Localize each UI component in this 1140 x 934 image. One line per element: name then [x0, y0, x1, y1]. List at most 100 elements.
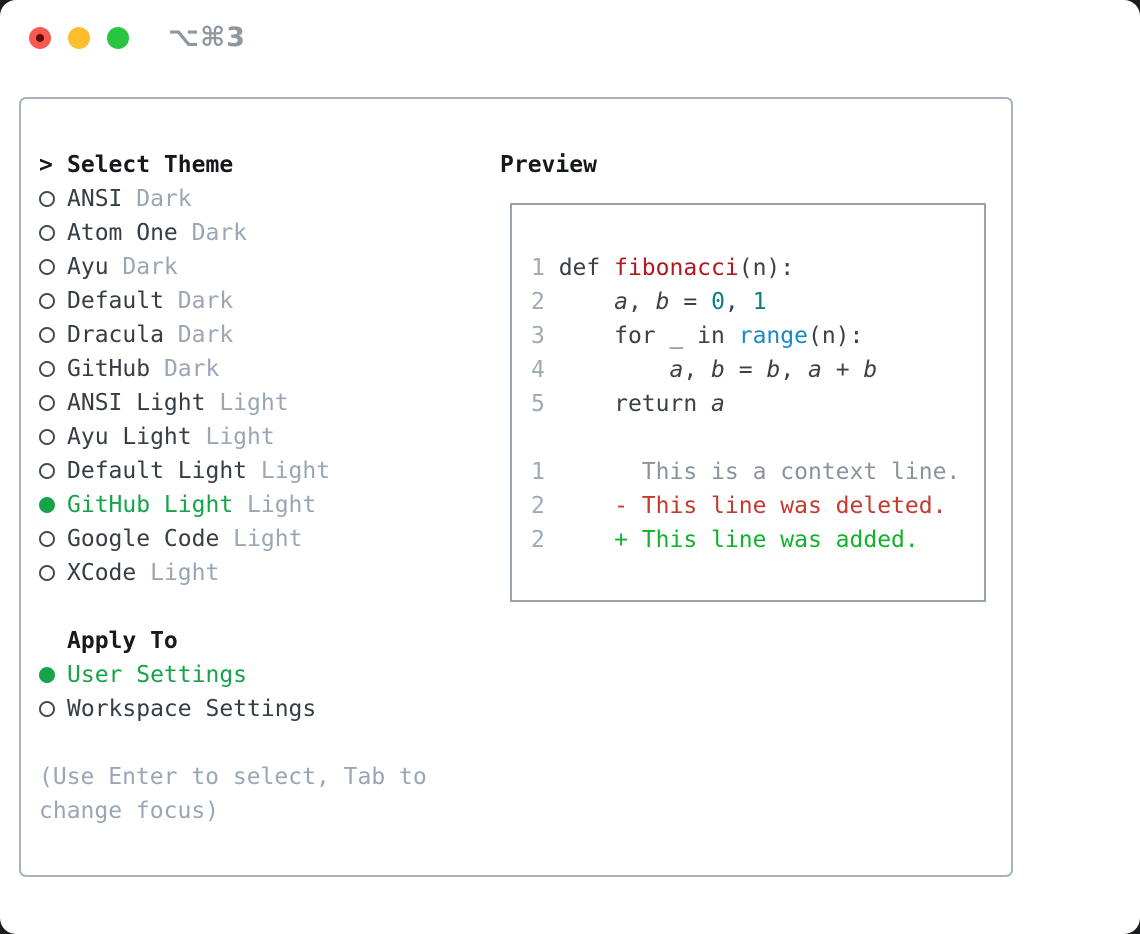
- apply-option-workspace-settings[interactable]: Workspace Settings: [39, 692, 489, 726]
- radio-icon: [39, 293, 55, 309]
- theme-option-xcode[interactable]: XCode Light: [39, 556, 489, 590]
- theme-name: ANSI Light: [67, 390, 206, 416]
- maximize-button[interactable]: [107, 27, 129, 49]
- token-var: a: [711, 391, 725, 417]
- theme-option-label: XCode Light: [67, 560, 219, 586]
- line-number: 5: [531, 391, 559, 417]
- help-text-line2: change focus): [39, 798, 220, 824]
- preview-title: Preview: [500, 152, 597, 178]
- close-button[interactable]: [29, 27, 51, 49]
- token-code: +: [821, 357, 864, 383]
- theme-option-label: Google Code Light: [67, 526, 302, 552]
- theme-name: GitHub Light: [67, 492, 234, 518]
- token-var: b: [655, 289, 670, 315]
- select-theme-title: Select Theme: [67, 152, 234, 178]
- diff-line: 2 + This line was added.: [531, 523, 984, 557]
- diff-line: 1 This is a context line.: [531, 455, 984, 489]
- apply-option-label: User Settings: [67, 662, 248, 688]
- theme-option-label: Atom One Dark: [67, 220, 247, 246]
- token-deleted: - This line was deleted.: [558, 493, 947, 519]
- theme-option-github[interactable]: GitHub Dark: [39, 352, 489, 386]
- apply-to-header: Apply To: [39, 624, 489, 658]
- radio-icon: [39, 701, 55, 717]
- radio-icon: [39, 361, 55, 377]
- token-builtin: range: [738, 323, 808, 349]
- theme-name: ANSI: [67, 186, 123, 212]
- token-var: a: [669, 357, 684, 383]
- theme-name: GitHub: [67, 356, 151, 382]
- radio-icon: [39, 191, 55, 207]
- radio-selected-icon: [39, 667, 55, 683]
- line-number: 4: [531, 357, 559, 383]
- theme-option-atom-one[interactable]: Atom One Dark: [39, 216, 489, 250]
- token-code: (n):: [807, 323, 864, 349]
- theme-option-label: ANSI Light Light: [67, 390, 289, 416]
- code-line: 5 return a: [531, 387, 984, 421]
- theme-variant: Dark: [163, 322, 234, 348]
- token-var: b: [766, 357, 781, 383]
- theme-name: Atom One: [67, 220, 178, 246]
- theme-variant: Dark: [163, 288, 234, 314]
- theme-variant: Light: [136, 560, 220, 586]
- prompt-cursor-icon: >: [39, 152, 53, 178]
- minimize-button[interactable]: [68, 27, 90, 49]
- theme-option-google-code[interactable]: Google Code Light: [39, 522, 489, 556]
- line-number: 3: [531, 323, 559, 349]
- theme-variant: Light: [205, 390, 289, 416]
- token-added: + This line was added.: [558, 527, 919, 553]
- theme-variant: Dark: [108, 254, 178, 280]
- radio-selected-icon: [39, 497, 55, 513]
- radio-icon: [39, 463, 55, 479]
- record-dot-icon: [36, 34, 44, 42]
- token-num: 1: [752, 289, 767, 315]
- token-var: b: [711, 357, 725, 383]
- theme-option-default-light[interactable]: Default Light Light: [39, 454, 489, 488]
- theme-option-default[interactable]: Default Dark: [39, 284, 489, 318]
- theme-option-label: Dracula Dark: [67, 322, 233, 348]
- code-line: 3 for _ in range(n):: [531, 319, 984, 353]
- token-context: This is a context line.: [558, 459, 961, 485]
- diff-line: 2 - This line was deleted.: [531, 489, 984, 523]
- token-code: ,: [724, 289, 753, 315]
- line-number: 2: [531, 493, 559, 519]
- radio-icon: [39, 327, 55, 343]
- theme-option-github-light[interactable]: GitHub Light Light: [39, 488, 489, 522]
- token-code: =: [669, 289, 712, 315]
- apply-option-user-settings[interactable]: User Settings: [39, 658, 489, 692]
- window-title: ⌥⌘3: [168, 22, 246, 53]
- line-number: 1: [531, 255, 559, 281]
- theme-variant: Dark: [150, 356, 220, 382]
- token-var: a: [614, 289, 628, 315]
- theme-option-ansi-light[interactable]: ANSI Light Light: [39, 386, 489, 420]
- token-var: b: [863, 357, 878, 383]
- theme-option-label: GitHub Dark: [67, 356, 219, 382]
- token-code: ,: [627, 289, 656, 315]
- theme-option-ayu[interactable]: Ayu Dark: [39, 250, 489, 284]
- theme-variant: Dark: [122, 186, 192, 212]
- theme-name: Dracula: [67, 322, 164, 348]
- theme-option-label: Ayu Light Light: [67, 424, 275, 450]
- code-line: 4 a, b = b, a + b: [531, 353, 984, 387]
- help-text-line1: (Use Enter to select, Tab to: [39, 764, 427, 790]
- radio-icon: [39, 395, 55, 411]
- theme-name: Ayu Light: [67, 424, 192, 450]
- theme-variant: Light: [233, 492, 317, 518]
- theme-option-label: GitHub Light Light: [67, 492, 316, 518]
- theme-variant: Light: [219, 526, 303, 552]
- theme-option-ansi[interactable]: ANSI Dark: [39, 182, 489, 216]
- theme-name: Google Code: [67, 526, 220, 552]
- theme-option-ayu-light[interactable]: Ayu Light Light: [39, 420, 489, 454]
- token-code: ,: [780, 357, 809, 383]
- line-number: 1: [531, 459, 559, 485]
- theme-name: Default: [67, 288, 164, 314]
- line-number: 2: [531, 289, 559, 315]
- theme-option-dracula[interactable]: Dracula Dark: [39, 318, 489, 352]
- token-code: [559, 357, 670, 383]
- theme-name: Ayu: [67, 254, 109, 280]
- token-var: a: [808, 357, 822, 383]
